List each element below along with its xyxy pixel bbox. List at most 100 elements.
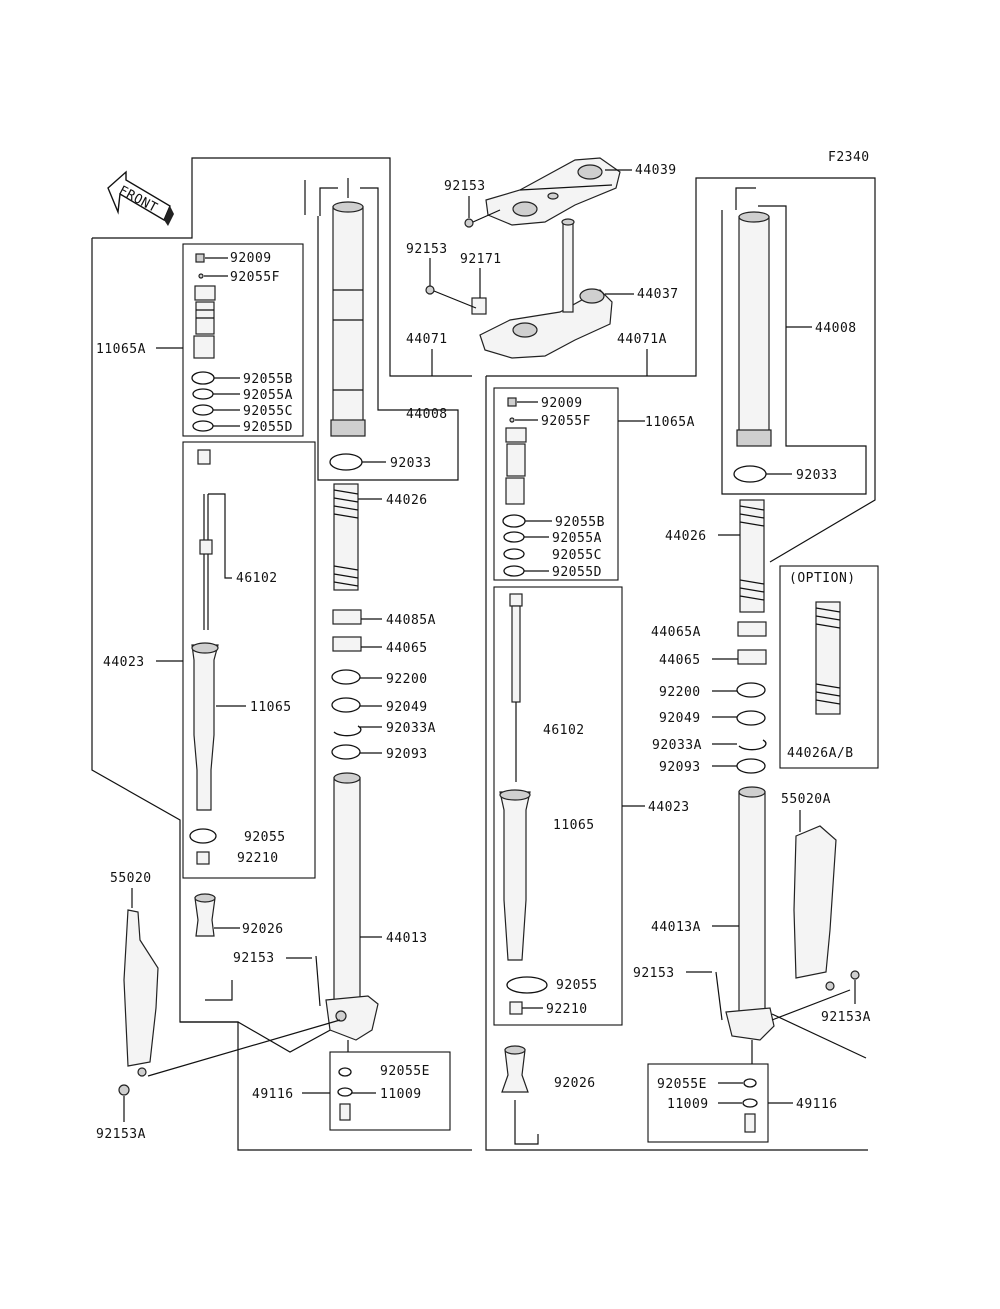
label-92153A-left: 92153A (96, 1127, 146, 1142)
label-92055D-left: 92055D (243, 420, 293, 435)
label-92153A-right: 92153A (821, 1010, 871, 1025)
outer-tube-left (330, 201, 366, 437)
damper-assembly-box-left (182, 441, 316, 879)
label-44071A: 44071A (617, 332, 667, 347)
label-44026-left: 44026 (386, 493, 428, 508)
label-92200-left: 92200 (386, 672, 428, 687)
axle-holder-bolt-left (194, 893, 216, 937)
label-92026-right: 92026 (554, 1076, 596, 1091)
diagram-code: F2340 (828, 150, 870, 165)
bushings-right (736, 621, 767, 774)
label-11009-left: 11009 (380, 1087, 422, 1102)
label-92055F-right: 92055F (541, 414, 591, 429)
label-44008-left: 44008 (406, 407, 448, 422)
option-label: (OPTION) (789, 571, 856, 586)
cartridge-parts-right (502, 397, 527, 577)
label-92033A-left: 92033A (386, 721, 436, 736)
label-44008-right: 44008 (815, 321, 857, 336)
label-11065A-right: 11065A (645, 415, 695, 430)
inner-tube-left (325, 772, 379, 1041)
oring-92033-left (329, 453, 363, 471)
label-49116-left: 49116 (252, 1087, 294, 1102)
right-assembly-outline (485, 177, 876, 1151)
cartridge-parts-left (191, 253, 216, 432)
label-92153-top: 92153 (444, 179, 486, 194)
label-92093-left: 92093 (386, 747, 428, 762)
label-92033A-right: 92033A (652, 738, 702, 753)
label-55020: 55020 (110, 871, 152, 886)
fork-guard-left (123, 909, 159, 1077)
label-44039: 44039 (635, 163, 677, 178)
label-92055E-right: 92055E (657, 1077, 707, 1092)
label-55020A: 55020A (781, 792, 831, 807)
label-92093-right: 92093 (659, 760, 701, 775)
left-bracket-line (180, 1021, 346, 1053)
label-92055B-left: 92055B (243, 372, 293, 387)
label-44037: 44037 (637, 287, 679, 302)
lower-triple-clamp (471, 218, 613, 359)
outer-tube-outline-right (721, 187, 867, 495)
label-92055B-right: 92055B (555, 515, 605, 530)
label-92049-left: 92049 (386, 700, 428, 715)
label-11065-left: 11065 (250, 700, 292, 715)
label-92009-right: 92009 (541, 396, 583, 411)
bolt-icon (850, 970, 860, 980)
label-44013A: 44013A (651, 920, 701, 935)
spring-left (333, 483, 359, 591)
fork-guard-right (793, 825, 837, 991)
label-11065-right: 11065 (553, 818, 595, 833)
label-92049-right: 92049 (659, 711, 701, 726)
label-44023-left: 44023 (103, 655, 145, 670)
cartridge-kit-box-right (493, 387, 619, 581)
label-92055A-right: 92055A (552, 531, 602, 546)
label-92055E-left: 92055E (380, 1064, 430, 1079)
outer-tube-right (736, 211, 772, 447)
label-92200-right: 92200 (659, 685, 701, 700)
label-92153-left: 92153 (233, 951, 275, 966)
label-44065-right: 44065 (659, 653, 701, 668)
option-box (779, 565, 879, 769)
label-92153-right: 92153 (633, 966, 675, 981)
axle-holder-bolt-right (501, 1045, 529, 1093)
oring-92033-right (733, 465, 767, 483)
front-arrow-icon: FRONT (107, 170, 174, 226)
upper-triple-clamp (485, 157, 621, 226)
label-46102-left: 46102 (236, 571, 278, 586)
label-44026A-B: 44026A/B (787, 746, 854, 761)
label-46102-right: 46102 (543, 723, 585, 738)
cartridge-kit-box-left (182, 243, 304, 437)
label-44065-left: 44065 (386, 641, 428, 656)
option-spring (815, 601, 841, 715)
label-92210-left: 92210 (237, 851, 279, 866)
bleed-valve-box-left (329, 1051, 451, 1131)
damper-rod-left (189, 449, 219, 865)
label-92055-right: 92055 (556, 978, 598, 993)
label-92210-right: 92210 (546, 1002, 588, 1017)
label-92055C-left: 92055C (243, 404, 293, 419)
label-44085A: 44085A (386, 613, 436, 628)
label-92055A-left: 92055A (243, 388, 293, 403)
label-44023-right: 44023 (648, 800, 690, 815)
label-44026-right: 44026 (665, 529, 707, 544)
label-92055F-left: 92055F (230, 270, 280, 285)
bushings-left (331, 609, 362, 760)
outer-tube-outline-left (317, 187, 459, 481)
label-92055C-right: 92055C (552, 548, 602, 563)
label-49116-right: 49116 (796, 1097, 838, 1112)
label-92033-right: 92033 (796, 468, 838, 483)
label-92033-left: 92033 (390, 456, 432, 471)
label-44071: 44071 (406, 332, 448, 347)
label-44065A-right: 44065A (651, 625, 701, 640)
damper-rod-right (499, 593, 548, 1015)
label-11065A-left: 11065A (96, 342, 146, 357)
label-92171: 92171 (460, 252, 502, 267)
bolt-icon (118, 1084, 130, 1096)
spring-right (739, 499, 765, 613)
label-92026-left: 92026 (242, 922, 284, 937)
label-92153-clamp: 92153 (406, 242, 448, 257)
inner-tube-right (725, 786, 775, 1041)
label-11009-right: 11009 (667, 1097, 709, 1112)
label-92055D-right: 92055D (552, 565, 602, 580)
label-44013: 44013 (386, 931, 428, 946)
